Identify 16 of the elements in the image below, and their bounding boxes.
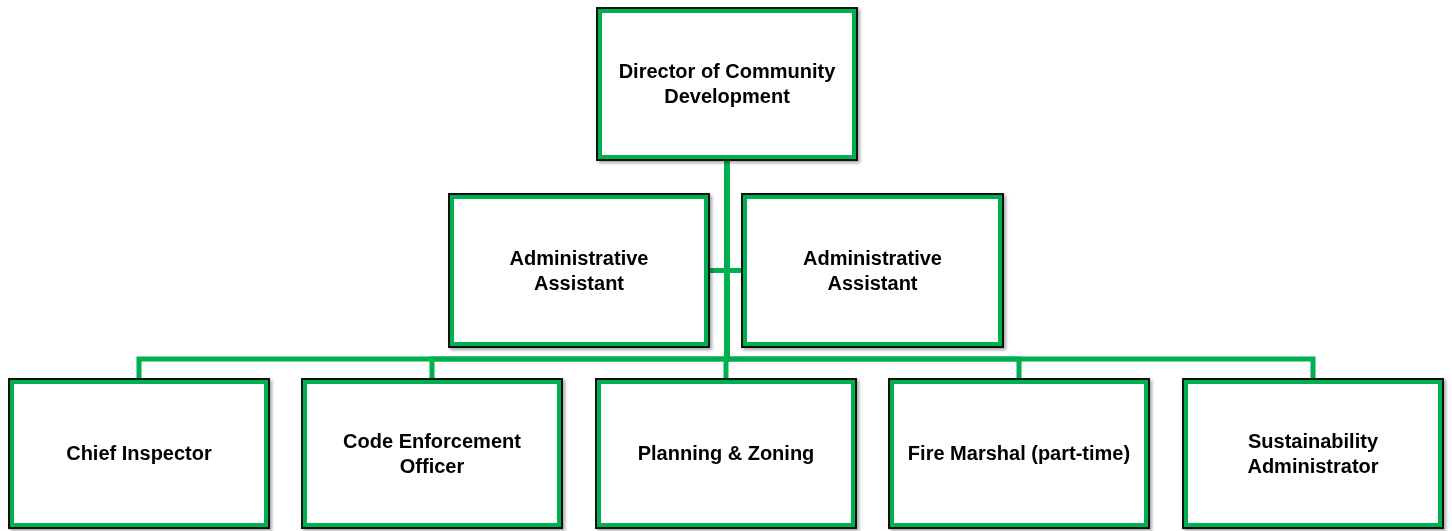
position-title: Sustainability Administrator	[1246, 428, 1380, 479]
position-box	[596, 7, 858, 161]
position-box	[595, 378, 857, 529]
position-title: Administrative Assistant	[508, 245, 650, 296]
position-title: Chief Inspector	[66, 441, 212, 466]
position-box	[301, 378, 563, 529]
position-box	[741, 193, 1004, 348]
position-title: Administrative Assistant	[802, 245, 943, 296]
position-box	[448, 193, 710, 348]
position-box	[8, 378, 270, 529]
position-title: Director of Community Development	[617, 59, 837, 109]
position-title: Fire Marshal (part-time)	[907, 441, 1131, 466]
position-title: Code Enforcement Officer	[342, 428, 522, 479]
position-box	[1182, 378, 1444, 529]
position-title: Planning & Zoning	[637, 441, 815, 466]
position-box	[888, 378, 1150, 529]
